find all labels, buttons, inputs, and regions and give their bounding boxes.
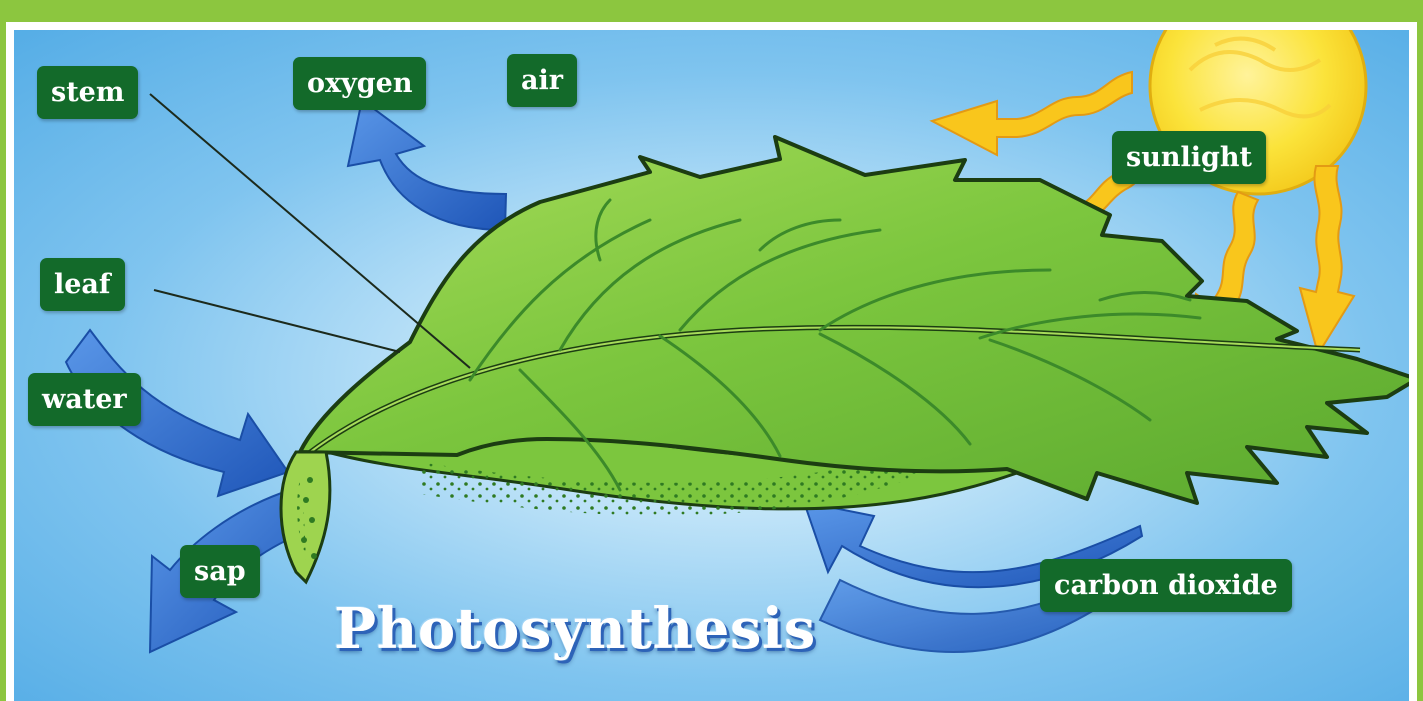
diagram-title: Photosynthesis [334, 596, 816, 662]
stem-pointer-line [150, 94, 470, 368]
label-water: water [28, 373, 141, 426]
label-stem: stem [37, 66, 138, 119]
leaf-pointer-line [154, 290, 400, 352]
pointer-lines [150, 94, 470, 368]
label-carbon-dioxide: carbon dioxide [1040, 559, 1292, 612]
label-air: air [507, 54, 577, 107]
label-sunlight: sunlight [1112, 131, 1266, 184]
label-sap: sap [180, 545, 260, 598]
label-oxygen: oxygen [293, 57, 426, 110]
label-leaf: leaf [40, 258, 125, 311]
oxygen-flow-arrow [348, 100, 506, 230]
